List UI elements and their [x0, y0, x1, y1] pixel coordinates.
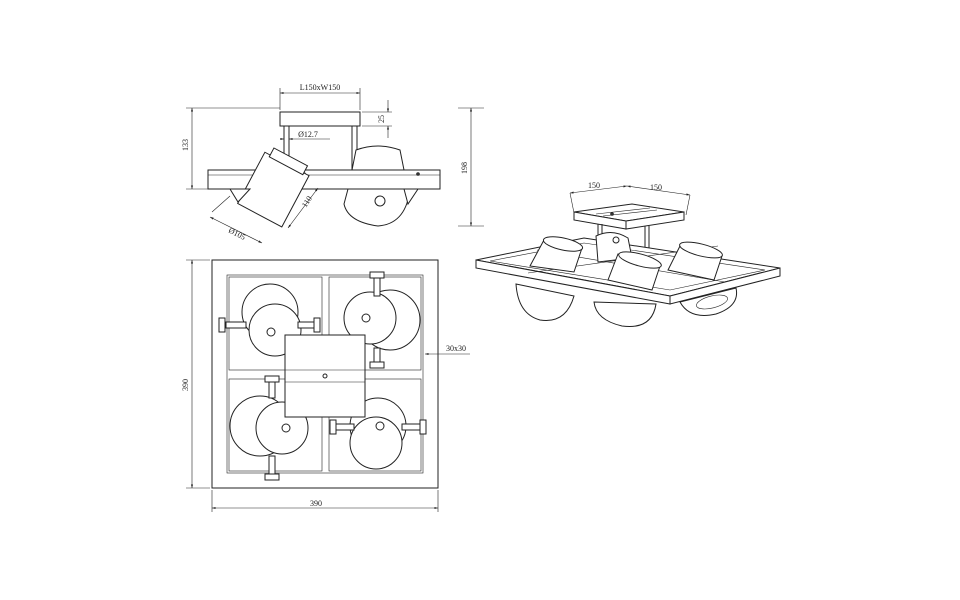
canopy-height-dimension: 25 [377, 115, 386, 123]
frame-width-dimension: 390 [310, 499, 322, 508]
right-shade-top [351, 145, 405, 171]
rod-diameter-dimension: Ø12.7 [298, 130, 318, 139]
iso-left-dimension: 150 [588, 181, 600, 190]
total-height-dimension: 198 [460, 162, 469, 174]
iso-right-dimension: 150 [650, 183, 662, 192]
bar-section-dimension: 30x30 [446, 344, 466, 353]
side-height-dimension: 133 [181, 139, 190, 151]
shade-diameter-dimension: Ø105 [227, 226, 247, 242]
frame-depth-dimension: 390 [181, 379, 190, 391]
side-view: L150xW150 25 Ø12.7 133 198 Ø105 110 [181, 83, 484, 244]
iso-shade-7 [679, 287, 738, 316]
canopy-dimension: L150xW150 [300, 83, 340, 92]
isometric-view: 150 150 [475, 181, 781, 328]
canopy [279, 111, 361, 127]
left-shade [236, 147, 310, 228]
iso-shade-5 [515, 283, 575, 321]
top-view: 390 390 30x30 [181, 259, 470, 512]
inner-frame [226, 274, 424, 474]
frame-bar [207, 169, 441, 190]
right-shade [343, 188, 411, 227]
iso-shade-6 [593, 301, 657, 328]
